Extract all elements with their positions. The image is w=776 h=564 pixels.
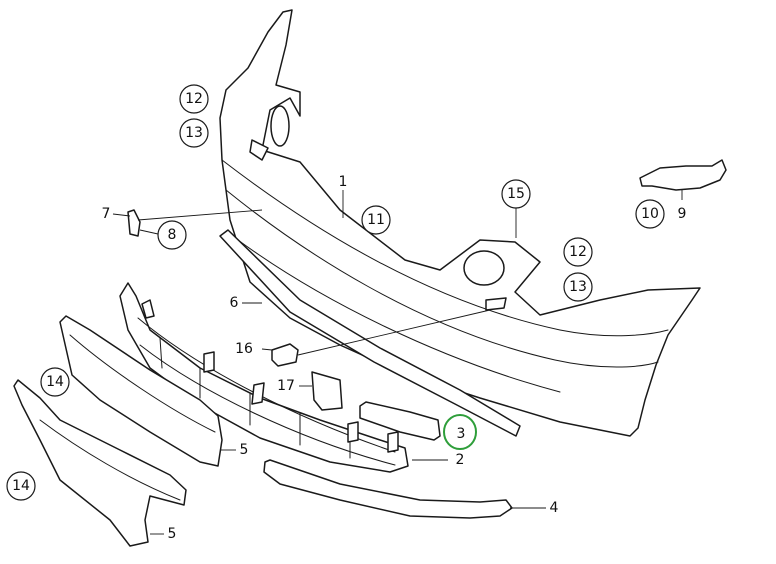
callout-6: 6	[230, 295, 239, 311]
callout-16: 16	[235, 341, 253, 357]
callout-label: 12	[569, 244, 587, 260]
part-17-bracket	[311, 371, 343, 411]
part-16-small-insert	[271, 343, 299, 367]
callout-17: 17	[277, 378, 295, 394]
callout-circle-14-upper: 14	[40, 367, 70, 397]
callout-circle-12-left: 12	[179, 84, 209, 114]
callout-label: 8	[168, 227, 177, 243]
callout-circle-12-right: 12	[563, 237, 593, 267]
callout-9: 9	[678, 206, 687, 222]
callout-label: 10	[641, 206, 659, 222]
part-5-license-plate-holder	[59, 315, 223, 467]
part-9-side-bracket	[639, 159, 727, 191]
callout-2: 2	[456, 452, 465, 468]
callout-label: 13	[569, 279, 587, 295]
callout-5-upper: 5	[240, 442, 249, 458]
callout-5-lower: 5	[168, 526, 177, 542]
callout-3: 3	[457, 426, 466, 442]
callout-label: 15	[507, 186, 525, 202]
callout-circle-14-lower: 14	[6, 471, 36, 501]
part-6-trim-strip	[219, 229, 521, 437]
leader-lines	[112, 190, 683, 535]
callout-circle-10: 10	[635, 199, 665, 229]
callout-3-highlight	[443, 414, 477, 450]
callout-1: 1	[339, 174, 348, 190]
callout-label: 14	[46, 374, 64, 390]
callout-label: 14	[12, 478, 30, 494]
callout-circle-13-left: 13	[179, 118, 209, 148]
callout-circle-11: 11	[361, 205, 391, 235]
callout-circle-13-right: 13	[563, 272, 593, 302]
callout-circle-8: 8	[157, 220, 187, 250]
callout-label: 11	[367, 212, 385, 228]
callout-4: 4	[550, 500, 559, 516]
callout-label: 12	[185, 91, 203, 107]
part-1-bumper-cover	[219, 9, 701, 437]
part-5-base-trim	[13, 379, 187, 547]
callout-label: 13	[185, 125, 203, 141]
part-3-side-insert	[359, 401, 441, 441]
callout-circle-15: 15	[501, 179, 531, 209]
callout-7: 7	[102, 206, 111, 222]
part-4-bottom-lip	[263, 459, 513, 519]
part-2-lower-grille	[119, 282, 409, 473]
part-7-small-clip	[127, 209, 141, 237]
